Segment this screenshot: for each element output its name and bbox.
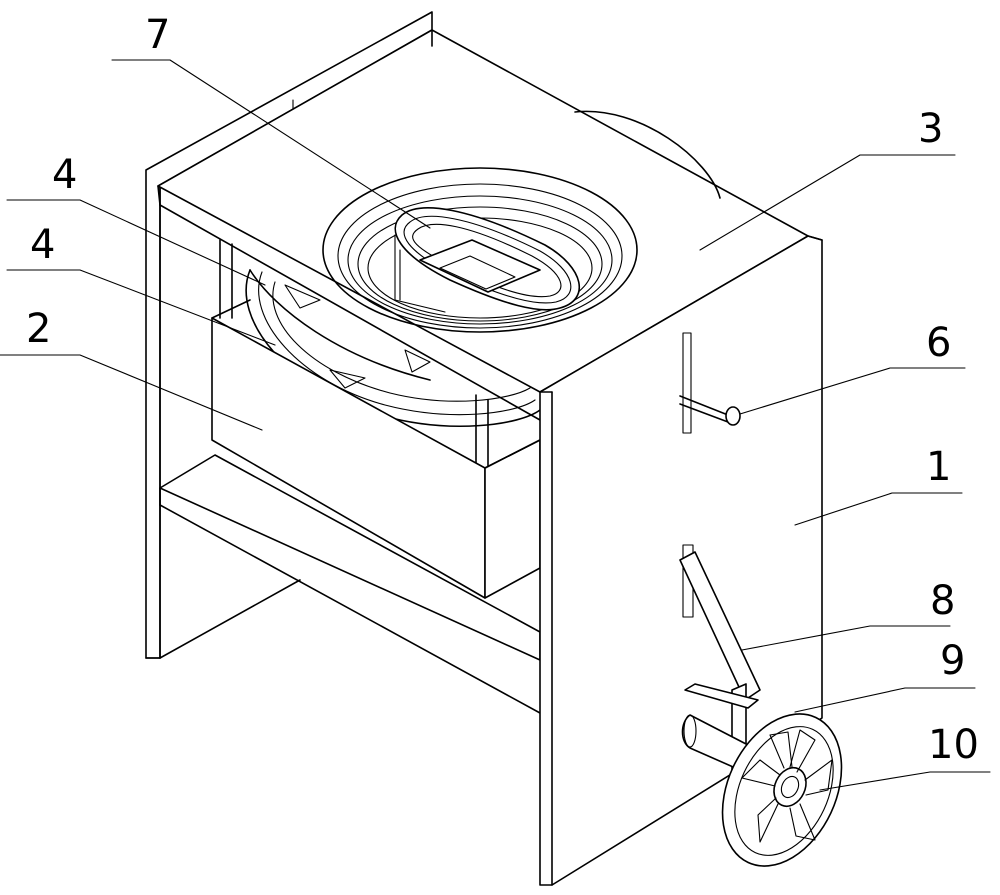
label-2: 2 xyxy=(26,306,51,352)
label-6: 6 xyxy=(926,320,951,366)
label-7: 7 xyxy=(145,12,170,58)
label-4-lower: 4 xyxy=(30,222,55,268)
label-9: 9 xyxy=(940,638,965,684)
label-1: 1 xyxy=(926,444,951,490)
label-10: 10 xyxy=(928,722,979,768)
label-3: 3 xyxy=(918,106,943,152)
label-8: 8 xyxy=(930,578,955,624)
label-4-upper: 4 xyxy=(52,152,77,198)
